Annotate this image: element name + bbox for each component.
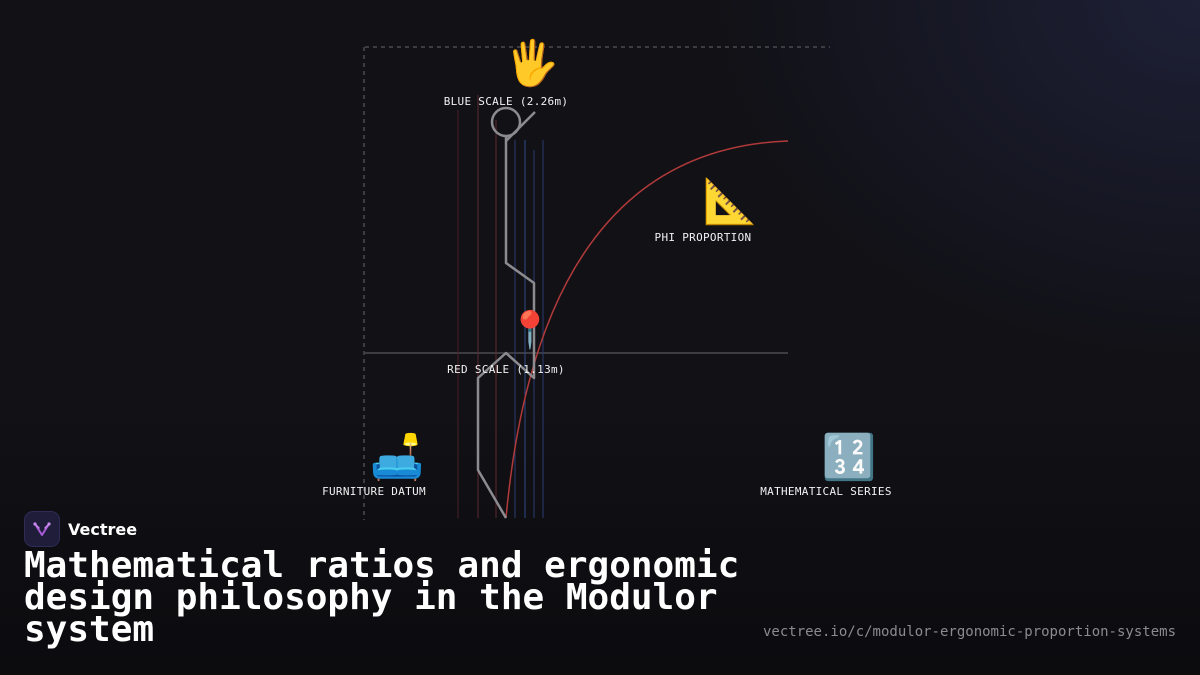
raised-hand-icon: 🖐️ [504,38,560,89]
pin-icon: 📍 [507,310,553,351]
figure-arm [505,111,536,142]
triangular-ruler-icon: 📐 [702,176,758,227]
figure-body [476,136,536,519]
phi-arc [505,140,789,519]
vectree-logo-icon [24,511,60,547]
brand[interactable]: Vectree [24,511,138,547]
blue-scale-label: BLUE SCALE (2.26m) [443,95,569,108]
numbers-1234-icon: 🔢 [821,432,877,483]
page-url[interactable]: vectree.io/c/modulor-ergonomic-proportio… [762,624,1176,640]
furniture-datum-label: FURNITURE DATUM [322,485,426,498]
phi-proportion-label: PHI PROPORTION [654,231,752,244]
mathematical-series-label: MATHEMATICAL SERIES [760,485,892,498]
couch-and-lamp-icon: 🛋️ [369,432,425,483]
page-title: Mathematical ratios and ergonomic design… [24,545,740,650]
brand-name: Vectree [68,519,138,539]
red-scale-label: RED SCALE (1.13m) [447,363,565,376]
